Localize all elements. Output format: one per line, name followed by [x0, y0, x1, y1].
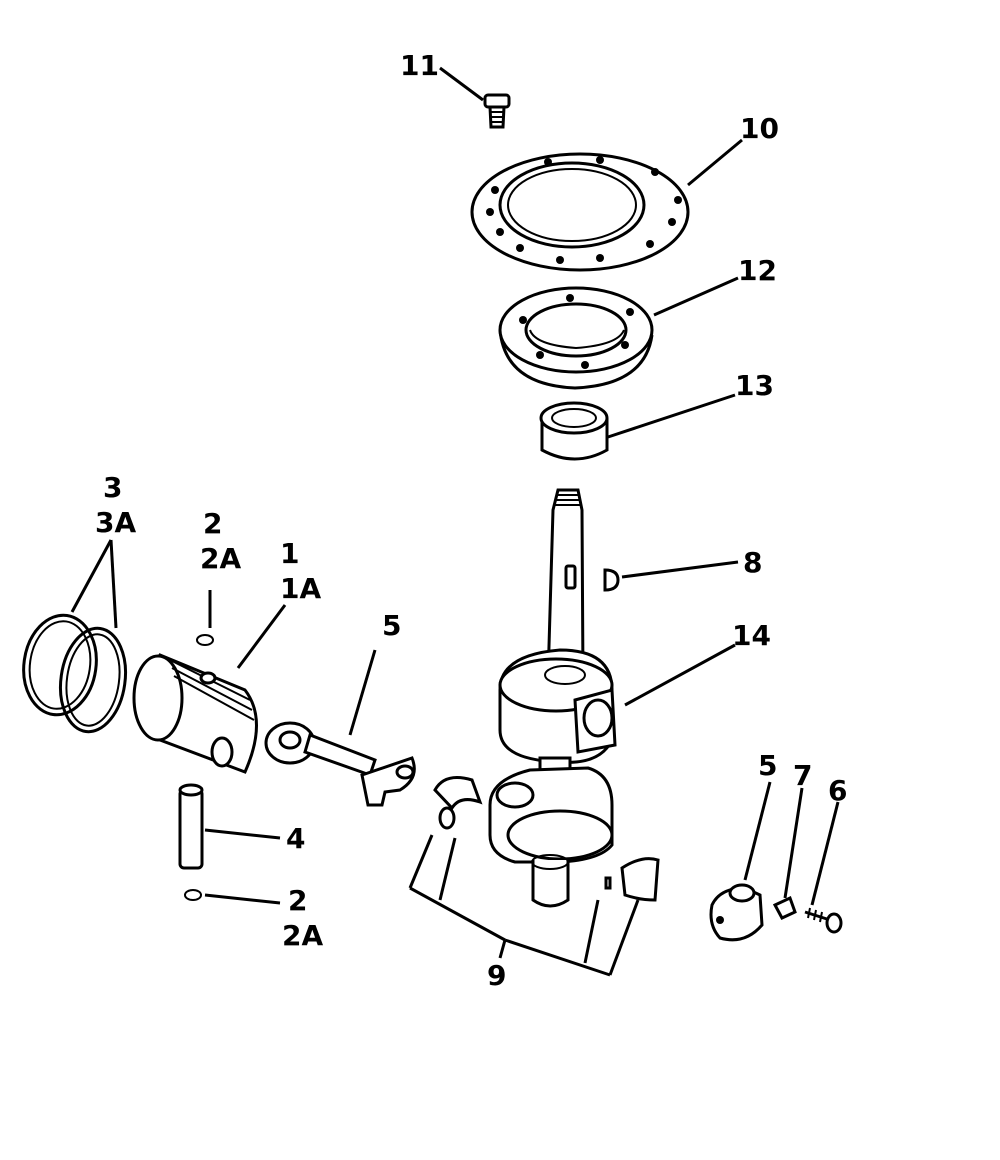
callout-5: 5	[382, 609, 401, 642]
callout-4: 4	[286, 822, 305, 855]
part-5-rod-cap	[709, 883, 764, 942]
callout-12: 12	[738, 254, 777, 287]
part-4-wrist-pin	[178, 783, 204, 870]
callout-14: 14	[732, 619, 771, 652]
callout-labels: 11 10 12 13 8 14 3 3A 2 2A 1 1A 5 4 2 2A…	[95, 49, 847, 992]
part-9-bearing-halves	[433, 776, 660, 902]
callout-13: 13	[735, 369, 774, 402]
part-12-housing	[498, 286, 654, 390]
callout-5-cap: 5	[758, 749, 777, 782]
callout-6: 6	[828, 774, 847, 807]
leader-lines	[70, 66, 840, 977]
part-2-clip-upper	[196, 634, 214, 646]
callout-9: 9	[487, 959, 506, 992]
part-1-piston	[132, 653, 258, 774]
callout-7: 7	[793, 759, 812, 792]
callout-8: 8	[743, 546, 762, 579]
callout-3: 3	[103, 471, 122, 504]
callout-3a: 3A	[95, 506, 136, 539]
callout-2a-upper: 2A	[200, 542, 241, 575]
callout-1a: 1A	[280, 572, 321, 605]
part-14-crankshaft	[488, 488, 617, 908]
callout-10: 10	[740, 112, 779, 145]
part-7-lock-plate	[772, 895, 797, 920]
callout-1: 1	[280, 537, 299, 570]
part-10-flange	[470, 152, 690, 272]
part-11-screw	[483, 93, 511, 129]
callout-11: 11	[400, 49, 439, 82]
callout-2-lower: 2	[288, 884, 307, 917]
part-3-piston-rings	[22, 613, 128, 734]
part-13-bushing	[539, 401, 609, 461]
callout-2-upper: 2	[203, 507, 222, 540]
part-6-cap-screw	[804, 907, 843, 934]
part-5-connecting-rod	[264, 721, 416, 807]
callout-2a-lower: 2A	[282, 919, 323, 952]
part-8-key	[603, 568, 620, 592]
part-2-clip-lower	[184, 889, 202, 901]
